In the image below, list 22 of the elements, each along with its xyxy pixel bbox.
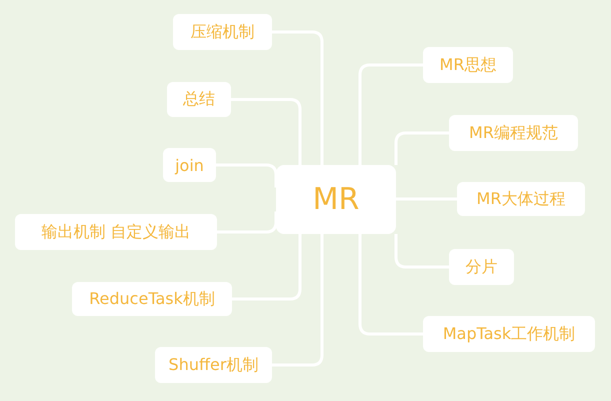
connector-line bbox=[216, 164, 278, 188]
connector-line bbox=[394, 132, 449, 165]
connector-line bbox=[358, 64, 423, 165]
topic-box: MR大体过程 bbox=[457, 182, 585, 216]
connector-line bbox=[217, 212, 278, 234]
topic-box: 压缩机制 bbox=[173, 14, 272, 50]
topic-box: 总结 bbox=[167, 82, 231, 117]
topic-box: ReduceTask机制 bbox=[72, 282, 232, 316]
connector-line bbox=[231, 98, 302, 165]
topic-box: Shuffer机制 bbox=[155, 347, 272, 383]
topic-box: MR思想 bbox=[423, 47, 513, 83]
connector-line bbox=[272, 30, 324, 165]
topic-box: 分片 bbox=[449, 249, 514, 285]
connector-line bbox=[394, 234, 449, 268]
topic-box: MR编程规范 bbox=[449, 115, 578, 151]
connector-line bbox=[272, 234, 324, 366]
topic-box: 输出机制 自定义输出 bbox=[15, 214, 217, 250]
topic-box: join bbox=[163, 148, 216, 182]
central-topic-box: MR bbox=[276, 165, 396, 234]
connector-line bbox=[232, 234, 302, 300]
connector-line bbox=[358, 234, 423, 336]
topic-box: MapTask工作机制 bbox=[423, 316, 595, 352]
